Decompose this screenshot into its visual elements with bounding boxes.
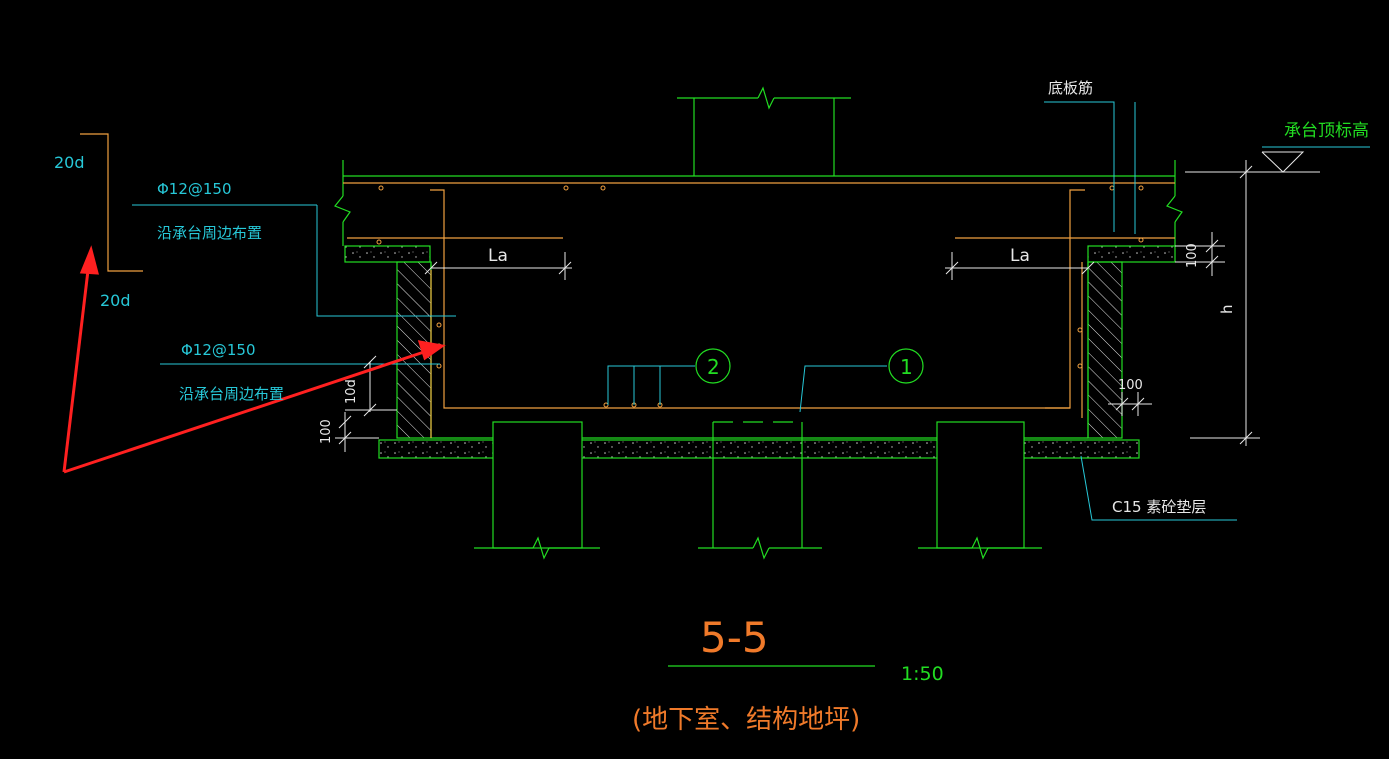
dimension-h [1190, 160, 1260, 446]
rebar-dots [376, 185, 1144, 408]
piles [474, 421, 1042, 560]
rebar-note-mid: 沿承台周边布置 [179, 385, 284, 403]
dimension-100-right-top [1175, 232, 1225, 276]
slab-outline [334, 160, 1183, 246]
dimension-la [424, 252, 1095, 280]
dimension-100-right-mid [1108, 392, 1152, 416]
rebar-note-top: 沿承台周边布置 [157, 224, 262, 242]
drawing-scale: 1:50 [901, 663, 944, 685]
rebars [80, 133, 1175, 438]
callouts [695, 348, 924, 384]
la-right-label: La [1010, 246, 1030, 266]
dim-h: h [1218, 304, 1236, 314]
dim-100-right-top: 100 [1185, 243, 1200, 268]
la-left-label: La [488, 246, 508, 266]
top-column [677, 86, 851, 176]
leader-lines [132, 101, 1370, 521]
drawing-title: 5-5 [700, 613, 769, 662]
dim-10d: 10d [344, 379, 359, 404]
callout-1-circle [888, 348, 924, 384]
rebar-spec-mid: Φ12@150 [181, 341, 256, 359]
bottom-slab-rebar-label: 底板筋 [1048, 79, 1093, 97]
drawing-subtitle: (地下室、结构地坪) [632, 705, 860, 735]
right-upper-cushion [1087, 245, 1176, 263]
callout-1-label: 1 [900, 355, 913, 379]
label-20d-bottom: 20d [100, 291, 131, 310]
label-20d-top: 20d [54, 153, 85, 172]
pile-cap-outline [430, 262, 1089, 439]
right-hatched-wall [1087, 261, 1123, 439]
red-arrows [62, 245, 446, 474]
dim-100-left: 100 [319, 419, 334, 444]
dim-100-right-mid: 100 [1118, 378, 1143, 393]
callout-2-circle [695, 348, 731, 384]
cushion-layer-label: C15 素砼垫层 [1112, 498, 1206, 516]
rebar-spec-top: Φ12@150 [157, 180, 232, 198]
left-upper-cushion [344, 245, 431, 263]
callout-2-label: 2 [707, 355, 720, 379]
elevation-marker [1185, 151, 1320, 173]
cap-top-elevation-label: 承台顶标高 [1284, 121, 1369, 141]
